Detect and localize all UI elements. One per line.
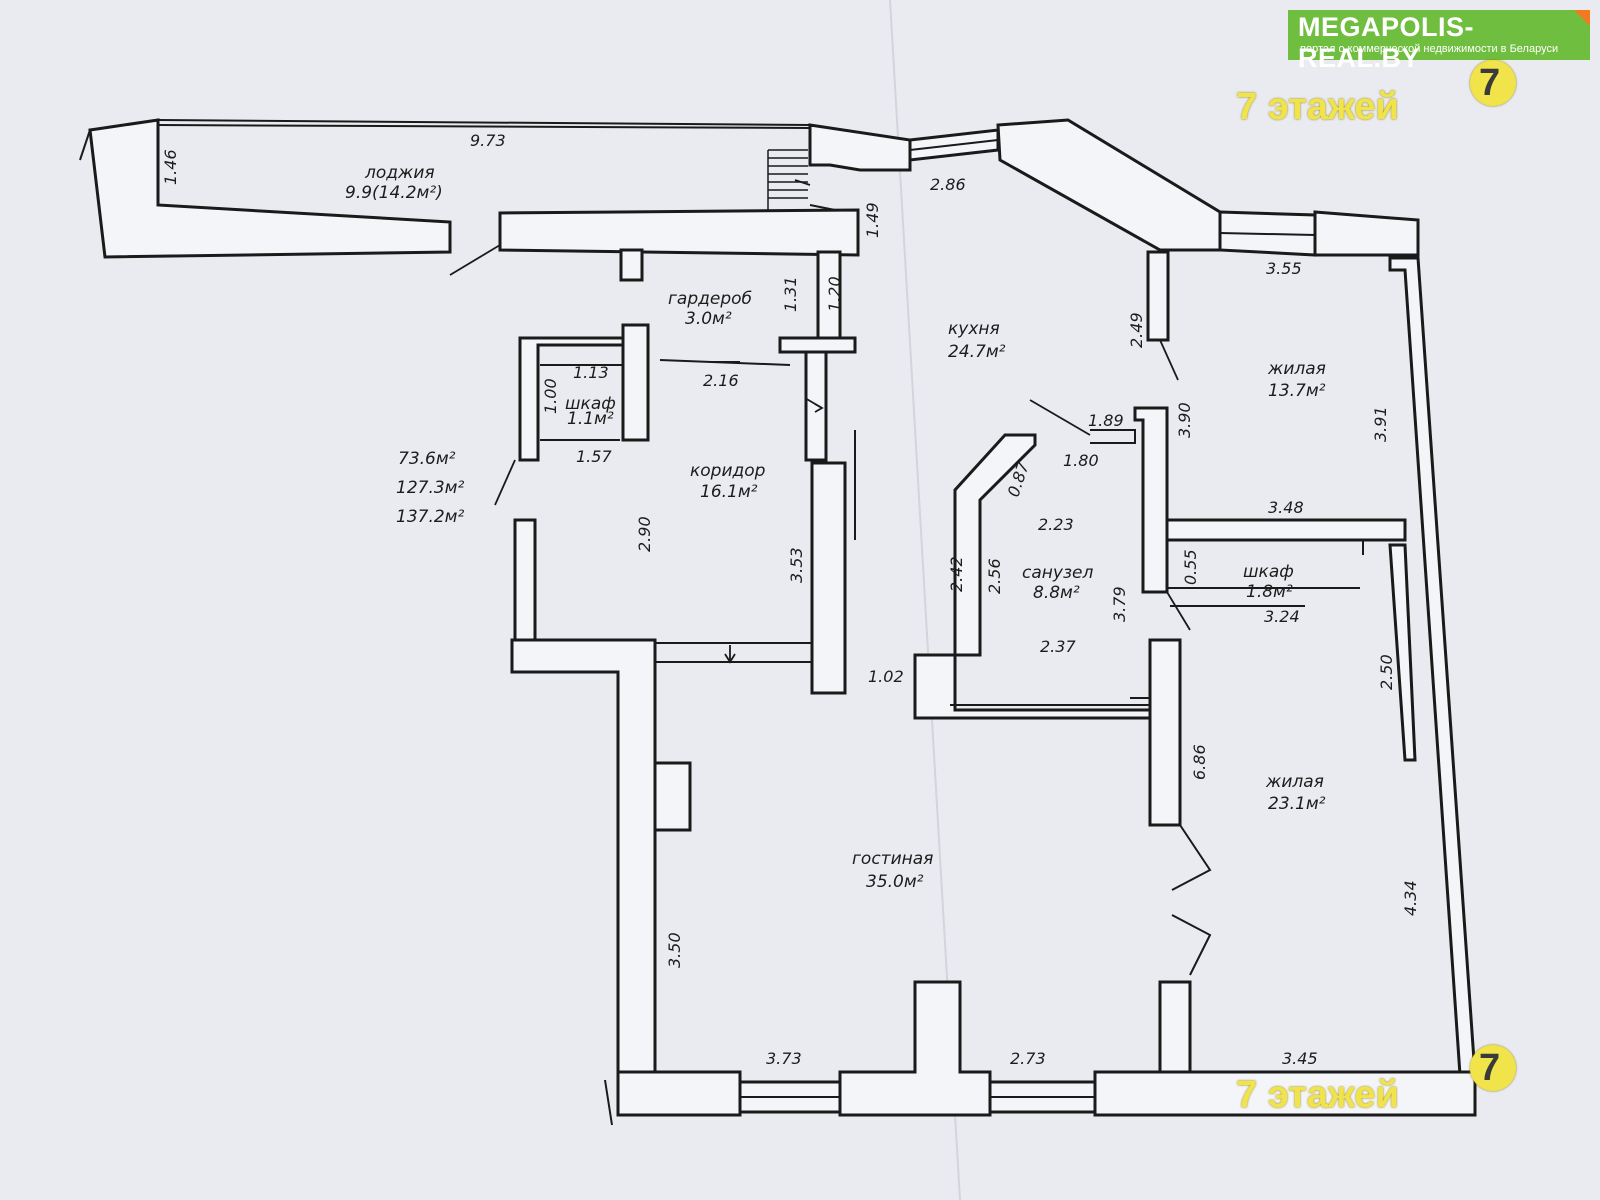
dim-label: 3.48 (1268, 498, 1304, 517)
dimension-labels: 9.73 1.46 2.86 1.49 1.31 1.20 2.16 1.13 … (161, 131, 1420, 1068)
banner-corner-mark (1574, 10, 1590, 26)
watermark-text-top: 7 этажей (1236, 86, 1399, 128)
dim-label: 3.79 (1110, 586, 1129, 622)
door-markers (449, 179, 1191, 664)
dim-label: 1.57 (576, 447, 612, 466)
closet-small-area: 1.1м² (567, 409, 614, 429)
site-tagline: портал о коммерческой недвижимости в Бел… (1300, 43, 1559, 55)
dim-label: 3.73 (766, 1049, 802, 1068)
wardrobe-area: 3.0м² (685, 309, 732, 329)
bathroom-area: 8.8м² (1033, 583, 1080, 603)
dim-label: 3.91 (1371, 406, 1390, 442)
south-walls (604, 980, 1477, 1126)
living-small-name: жилая (1267, 359, 1326, 379)
total-area-1: 73.6м² (398, 449, 456, 469)
dim-label: 1.02 (868, 667, 904, 686)
living-large-area: 23.1м² (1268, 794, 1326, 814)
dim-label: 2.73 (1010, 1049, 1046, 1068)
watermark-logo-bottom: 7 (1470, 1045, 1516, 1091)
dim-label: 1.20 (825, 276, 844, 312)
corridor-name: коридор (690, 461, 766, 481)
dim-label: 1.31 (781, 276, 800, 312)
dim-label: 1.49 (863, 202, 882, 238)
living-small-area: 13.7м² (1268, 381, 1326, 401)
dim-label: 2.49 (1127, 312, 1146, 348)
dim-label: 1.89 (1088, 411, 1124, 430)
loggia-walls (79, 118, 811, 259)
closet-small-name: шкаф (565, 394, 616, 414)
closet-large-name: шкаф (1243, 562, 1294, 582)
loggia-name: лоджия (364, 163, 435, 183)
dim-label: 3.90 (1175, 402, 1194, 438)
total-area-3: 137.2м² (396, 507, 464, 527)
lounge-area: 35.0м² (866, 872, 924, 892)
dim-label: 2.16 (703, 371, 739, 390)
dim-label: 9.73 (470, 131, 506, 150)
dim-label: 1.00 (541, 378, 560, 414)
dim-label: 2.86 (930, 175, 966, 194)
corridor-lounge-walls (510, 461, 847, 1074)
total-area-2: 127.3м² (396, 478, 464, 498)
dim-label: 2.90 (635, 516, 654, 552)
bathroom-name: санузел (1022, 563, 1093, 583)
dim-label: 3.50 (665, 932, 684, 968)
site-banner[interactable]: MEGAPOLIS-REAL.BY портал о коммерческой … (1288, 10, 1590, 73)
dim-label: 2.56 (985, 558, 1004, 594)
dim-label: 4.34 (1401, 880, 1420, 916)
site-name: MEGAPOLIS-REAL.BY (1298, 12, 1475, 73)
lounge-name: гостиная (852, 849, 933, 869)
north-walls (498, 118, 1420, 257)
kitchen-area: 24.7м² (948, 342, 1006, 362)
dim-label: 1.46 (161, 149, 180, 185)
dim-label: 3.24 (1264, 607, 1300, 626)
inner-partitions (518, 248, 857, 540)
dim-label: 2.50 (1377, 654, 1396, 690)
kitchen-name: кухня (948, 319, 1000, 339)
dim-label: 0.55 (1181, 549, 1200, 585)
corridor-area: 16.1м² (700, 482, 758, 502)
watermark-text-bottom: 7 этажей (1236, 1074, 1399, 1116)
dim-label: 2.37 (1040, 637, 1076, 656)
wardrobe-name: гардероб (668, 289, 752, 309)
dim-label: 1.80 (1063, 451, 1099, 470)
living-large-name: жилая (1265, 772, 1324, 792)
dim-label: 6.86 (1190, 744, 1209, 780)
dim-label: 3.53 (787, 547, 806, 583)
dim-label: 2.23 (1038, 515, 1074, 534)
closet-large-area: 1.8м² (1246, 582, 1293, 602)
dim-label: 2.42 (947, 556, 966, 592)
loggia-area: 9.9(14.2м²) (345, 183, 443, 203)
dim-label: 3.45 (1282, 1049, 1318, 1068)
room-labels: лоджия 9.9(14.2м²) гардероб 3.0м² шкаф 1… (345, 163, 1326, 892)
bathroom-walls (913, 406, 1169, 720)
dim-label: 1.13 (573, 363, 609, 382)
watermark-logo-top: 7 (1470, 60, 1516, 106)
stairs (767, 149, 808, 210)
dim-label: 3.55 (1266, 259, 1302, 278)
